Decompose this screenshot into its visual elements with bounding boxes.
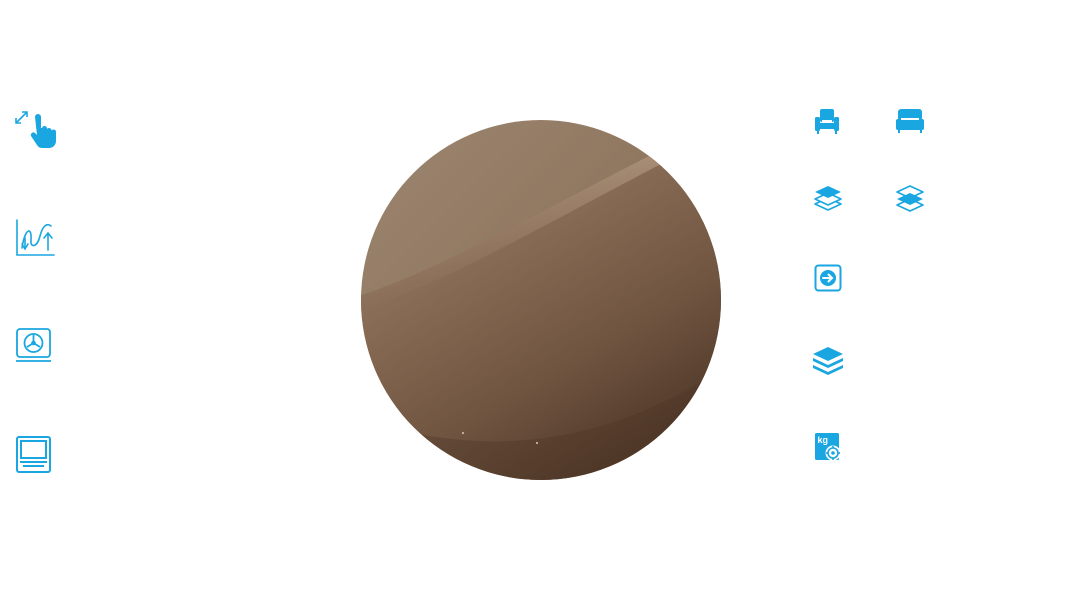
stretch-chart-icon: [15, 218, 57, 258]
weight-settings-icon: kg: [814, 432, 842, 462]
fabric-swatch-image: [361, 120, 721, 480]
touch-expand-icon: [14, 108, 56, 150]
layers-alt-icon: [895, 184, 925, 214]
weight-badge-text: kg: [818, 435, 829, 445]
layers-icon: [813, 184, 843, 214]
device-screen-icon: [15, 435, 53, 475]
stacked-layers-icon: [812, 346, 844, 376]
armchair-icon: [813, 107, 841, 135]
arrow-in-icon: [814, 264, 842, 292]
washing-machine-icon: [15, 327, 53, 365]
sofa-icon: [895, 107, 925, 135]
